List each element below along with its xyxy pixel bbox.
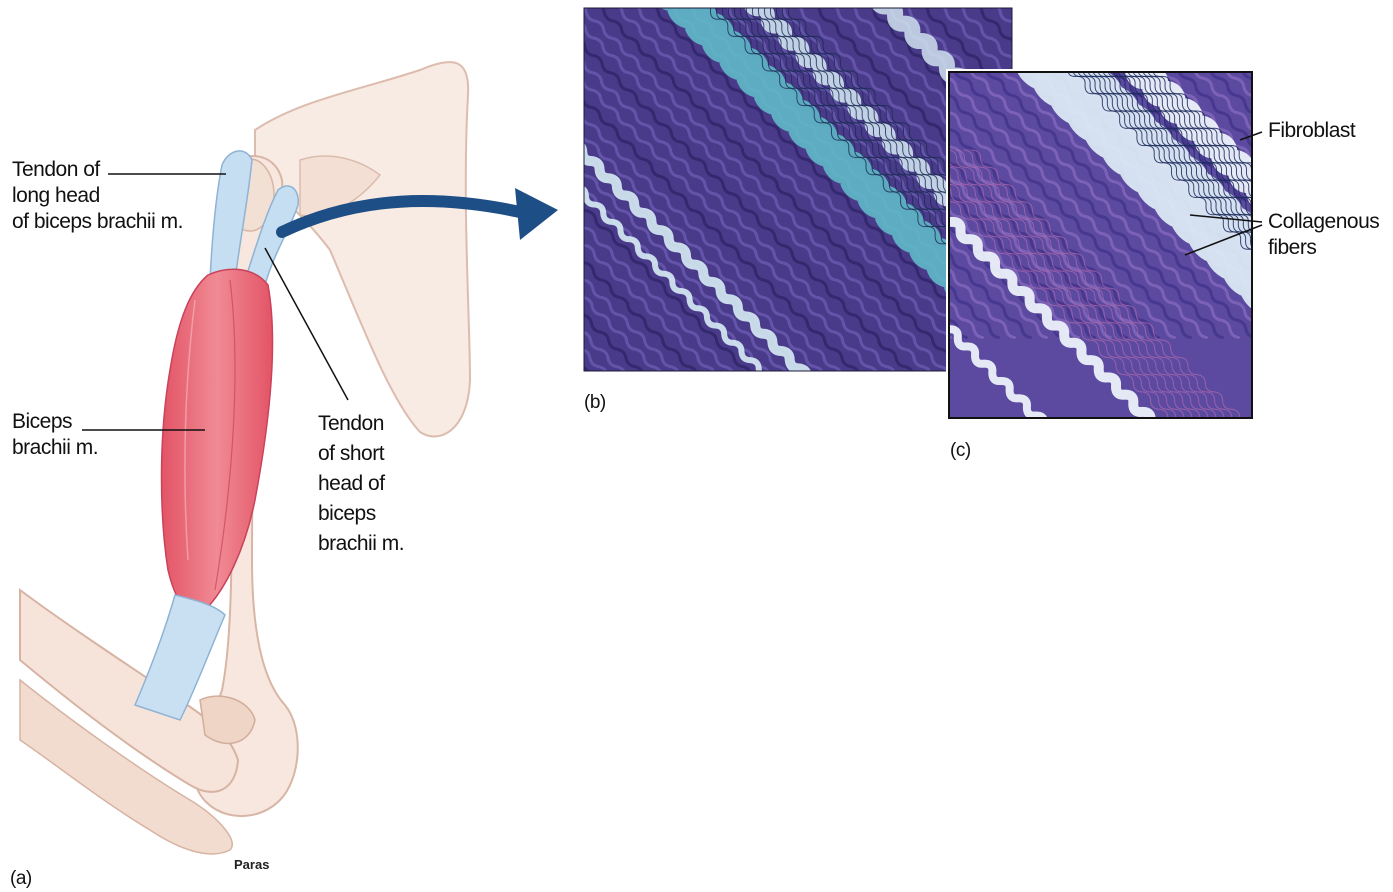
leader-tendon-short (265, 248, 348, 400)
label-biceps-brachii: Biceps brachii m. (12, 409, 98, 461)
label-tendon-short-head: Tendon of short head of biceps brachii m… (318, 409, 404, 559)
scapula (255, 62, 470, 436)
label-tendon-long-head: Tendon of long head of biceps brachii m. (12, 157, 183, 235)
biceps-muscle-shape (162, 269, 273, 611)
artist-signature: Paras (234, 857, 269, 872)
label-collagenous-fibers: Collagenous fibers (1268, 209, 1379, 261)
panel-label-b: (b) (584, 390, 606, 416)
panel-label-a: (a) (10, 866, 32, 892)
label-fibroblast: Fibroblast (1268, 118, 1355, 144)
panel-label-c: (c) (950, 438, 971, 464)
